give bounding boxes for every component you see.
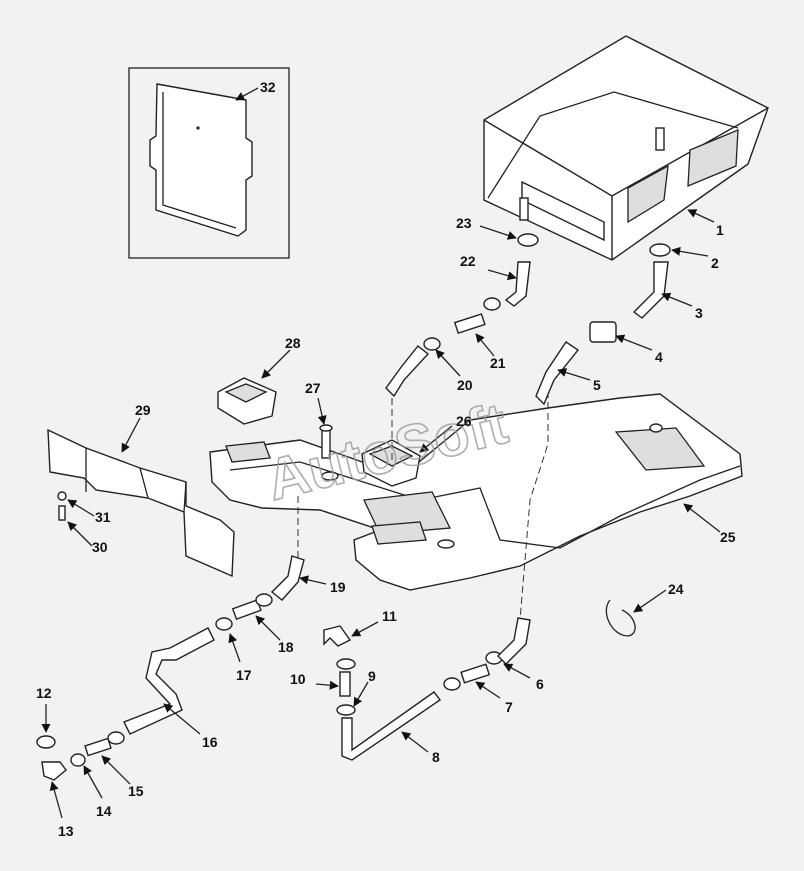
callout-32: 32 (260, 79, 276, 95)
callout-11: 11 (382, 608, 397, 624)
small-hardware (57, 424, 636, 637)
inset-panel-32 (128, 67, 290, 259)
callout-1: 1 (716, 222, 724, 238)
callout-17: 17 (236, 667, 252, 683)
callout-13: 13 (58, 823, 74, 839)
callout-22: 22 (460, 253, 476, 269)
leader-arrows (41, 87, 721, 819)
callout-27: 27 (305, 380, 321, 396)
callout-labels: 1 2 3 4 5 6 7 8 9 10 11 12 13 14 15 16 1… (36, 79, 736, 839)
heater-box (483, 35, 769, 261)
callout-26: 26 (456, 413, 472, 429)
callout-8: 8 (432, 749, 440, 765)
callout-3: 3 (695, 305, 703, 321)
callout-21: 21 (490, 355, 506, 371)
duct-outlets (217, 377, 421, 487)
callout-15: 15 (128, 783, 144, 799)
callout-24: 24 (668, 581, 684, 597)
callout-7: 7 (505, 699, 513, 715)
callout-10: 10 (290, 671, 306, 687)
callout-16: 16 (202, 734, 218, 750)
callout-28: 28 (285, 335, 301, 351)
callout-14: 14 (96, 803, 112, 819)
callout-29: 29 (135, 402, 151, 418)
callout-4: 4 (655, 349, 663, 365)
side-duct (47, 428, 235, 578)
callout-20: 20 (457, 377, 473, 393)
callout-19: 19 (330, 579, 346, 595)
callout-2: 2 (711, 255, 719, 271)
callout-31: 31 (95, 509, 111, 525)
callout-6: 6 (536, 676, 544, 692)
hoses-and-fittings (36, 233, 671, 781)
alignment-lines (297, 380, 549, 621)
callout-23: 23 (456, 215, 472, 231)
callout-12: 12 (36, 685, 52, 701)
callout-30: 30 (92, 539, 108, 555)
callout-25: 25 (720, 529, 736, 545)
callout-5: 5 (593, 377, 601, 393)
callout-18: 18 (278, 639, 294, 655)
callout-9: 9 (368, 668, 376, 684)
main-duct (209, 393, 743, 591)
